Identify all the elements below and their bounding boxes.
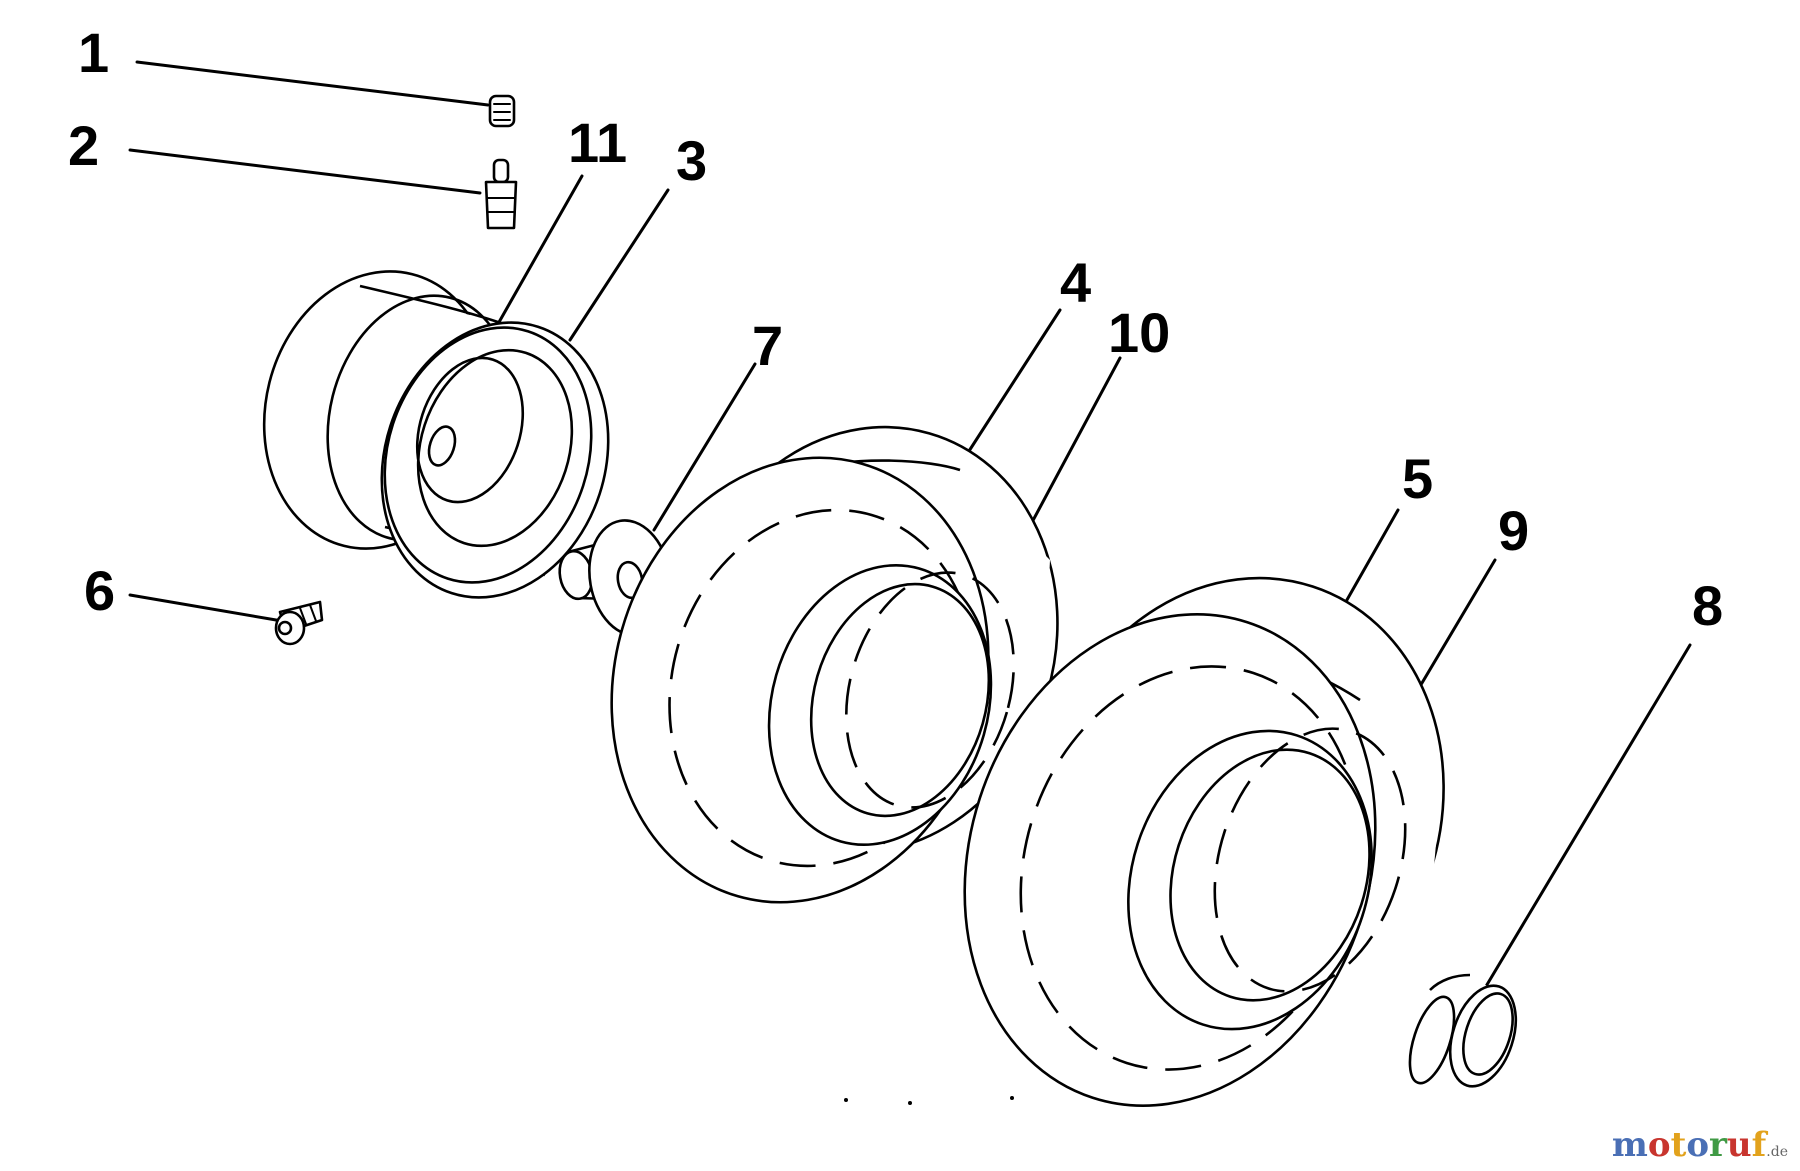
part-rear-tire (963, 576, 1445, 1110)
leader-line-10 (1028, 356, 1122, 528)
watermark-logo: motoruf.de (1612, 1125, 1788, 1165)
callout-10: 10 (1108, 301, 1170, 364)
part-rim-seal (383, 326, 593, 584)
part-grease-fitting (274, 600, 324, 646)
leader-lines (128, 60, 1692, 990)
watermark-letter: u (1726, 1125, 1752, 1165)
watermark-letter: t (1670, 1125, 1687, 1165)
watermark-suffix: .de (1766, 1144, 1788, 1160)
leader-line-2 (128, 148, 482, 195)
leader-line-1 (135, 60, 490, 107)
watermark-letter: r (1709, 1125, 1727, 1165)
leader-line-11 (488, 174, 584, 340)
callout-11: 11 (568, 111, 627, 174)
watermark-letter: m (1611, 1125, 1648, 1165)
callout-labels: 1 2 11 3 7 4 10 5 9 8 6 (68, 21, 1723, 637)
decorative-dots (844, 1096, 1014, 1105)
part-front-tire (610, 425, 1059, 904)
leader-line-8 (1483, 643, 1692, 990)
callout-3: 3 (676, 129, 707, 192)
callout-2: 2 (68, 114, 99, 177)
leader-line-7 (652, 362, 757, 532)
callout-9: 9 (1498, 499, 1529, 562)
part-end-cap (1408, 973, 1520, 1088)
callout-4: 4 (1060, 251, 1091, 314)
leader-line-4 (958, 308, 1062, 467)
leader-line-6 (128, 593, 284, 623)
part-valve-stem (484, 158, 518, 230)
watermark-letter: o (1647, 1125, 1671, 1165)
watermark-letter: f (1751, 1125, 1767, 1165)
callout-1: 1 (78, 21, 109, 84)
callout-8: 8 (1692, 574, 1723, 637)
watermark-letter: o (1686, 1125, 1709, 1165)
part-valve-ring (380, 321, 610, 599)
part-valve-cap (488, 94, 516, 128)
callout-7: 7 (752, 314, 783, 377)
leader-line-3 (568, 188, 670, 342)
callout-5: 5 (1402, 447, 1433, 510)
callout-6: 6 (84, 559, 115, 622)
